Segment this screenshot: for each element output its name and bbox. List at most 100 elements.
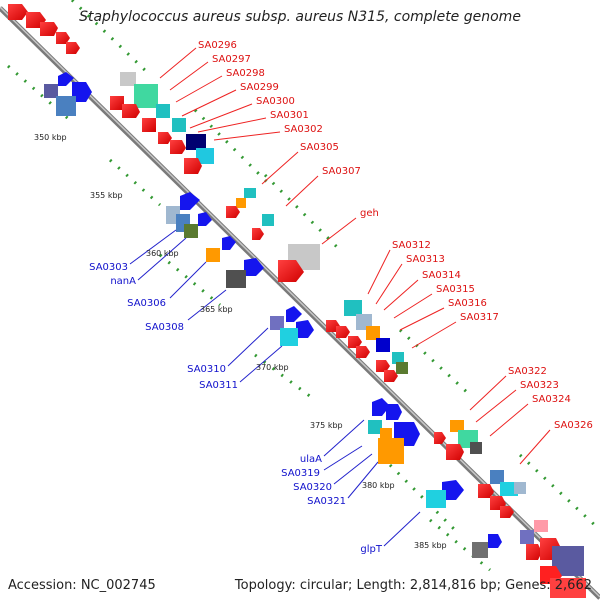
kbp-tick-label: 355 kbp [90, 191, 123, 200]
gene-arrow [372, 398, 390, 416]
reverse-gene-label: nanA [110, 276, 136, 287]
reverse-gene-label: SA0320 [293, 482, 332, 493]
reverse-gene-label: SA0321 [307, 496, 346, 507]
gene-block [520, 530, 534, 544]
forward-gene-label: SA0296 [198, 40, 237, 51]
forward-gene-label: SA0307 [322, 166, 361, 177]
gene-arrow [526, 544, 542, 560]
gene-block [396, 362, 408, 374]
gene-arrow [384, 370, 398, 382]
gene-arrow [500, 506, 514, 518]
gene-block [44, 84, 58, 98]
kbp-tick-label: 385 kbp [414, 541, 447, 550]
reverse-gene-label: ulaA [300, 454, 322, 465]
gene-arrow [170, 140, 186, 154]
gene-block [134, 84, 158, 108]
forward-gene-label: geh [360, 208, 379, 219]
kbp-tick-label: 350 kbp [34, 133, 67, 142]
reverse-gene-label: SA0306 [127, 298, 166, 309]
gene-block [380, 428, 392, 440]
gene-block [142, 118, 156, 132]
genome-summary: Topology: circular; Length: 2,814,816 bp… [234, 578, 592, 593]
gene-block [262, 214, 274, 226]
gene-block [392, 352, 404, 364]
gene-block [368, 420, 382, 434]
gene-arrow [348, 336, 362, 348]
reverse-gene-label: SA0319 [281, 468, 320, 479]
gene-block [450, 420, 464, 432]
tick-lines [7, 0, 600, 572]
gene-arrow [58, 72, 74, 86]
gene-arrow [8, 4, 28, 20]
gene-arrow [488, 534, 502, 548]
forward-gene-label: SA0299 [240, 82, 279, 93]
forward-gene-label: SA0300 [256, 96, 295, 107]
gene-block [344, 300, 362, 316]
forward-gene-label: SA0312 [392, 240, 431, 251]
gene-block [472, 542, 488, 558]
gene-block [184, 224, 198, 238]
forward-gene-label: SA0317 [460, 312, 499, 323]
forward-gene-label: SA0324 [532, 394, 571, 405]
gene-block [378, 438, 404, 464]
kbp-tick-labels: 350 kbp 355 kbp 360 kbp 365 kbp 370 kbp 375 k… [34, 133, 447, 550]
forward-gene-label: SA0322 [508, 366, 547, 377]
gene-arrow [244, 258, 264, 276]
gene-block [470, 442, 482, 454]
gene-arrow [158, 132, 172, 144]
kbp-tick-label: 370 kbp [256, 363, 289, 372]
reverse-gene-label: SA0311 [199, 380, 238, 391]
gene-arrow [198, 212, 212, 226]
gene-block [366, 326, 380, 340]
gene-block [110, 96, 124, 110]
map-title: Staphylococcus aureus subsp. aureus N315… [79, 9, 521, 25]
forward-gene-label: SA0313 [406, 254, 445, 265]
gene-block [500, 482, 518, 496]
forward-gene-label: SA0298 [226, 68, 265, 79]
gene-features [8, 4, 586, 598]
gene-arrow [40, 22, 58, 36]
gene-arrow [72, 82, 92, 102]
gene-arrow [278, 260, 304, 282]
gene-arrow [336, 326, 350, 338]
gene-arrow [66, 42, 80, 54]
gene-block [186, 134, 206, 150]
gene-arrow [184, 158, 202, 174]
kbp-tick-label: 360 kbp [146, 249, 179, 258]
reverse-gene-label: SA0303 [89, 262, 128, 273]
forward-gene-label: SA0316 [448, 298, 487, 309]
reverse-gene-label: glpT [360, 544, 382, 555]
gene-arrow [226, 206, 240, 218]
reverse-leader-lines [129, 229, 421, 547]
forward-gene-label: SA0314 [422, 270, 461, 281]
gene-arrow [434, 432, 446, 444]
forward-gene-label: SA0301 [270, 110, 309, 121]
forward-gene-label: SA0297 [212, 54, 251, 65]
kbp-tick-label: 365 kbp [200, 305, 233, 314]
reverse-gene-label: SA0310 [187, 364, 226, 375]
forward-gene-label: SA0302 [284, 124, 323, 135]
gene-block [206, 248, 220, 262]
gene-block [550, 578, 586, 598]
gene-arrow [356, 346, 370, 358]
gene-arrow [122, 104, 140, 118]
forward-gene-label: SA0315 [436, 284, 475, 295]
forward-gene-labels: SA0296SA0297SA0298SA0299SA0300SA0301SA03… [198, 40, 593, 431]
gene-arrow [286, 306, 302, 322]
gene-arrow [442, 480, 464, 500]
gene-block [226, 270, 246, 288]
gene-block [172, 118, 186, 132]
gene-arrow [376, 360, 390, 372]
kbp-tick-label: 375 kbp [310, 421, 343, 430]
reverse-gene-label: SA0308 [145, 322, 184, 333]
gene-block [426, 490, 446, 508]
gene-arrow [386, 404, 402, 420]
gene-arrow [222, 236, 236, 250]
forward-gene-label: SA0326 [554, 420, 593, 431]
gene-arrow [56, 32, 70, 44]
gene-block [534, 520, 548, 532]
accession-text: Accession: NC_002745 [8, 578, 156, 593]
gene-block [156, 104, 170, 118]
